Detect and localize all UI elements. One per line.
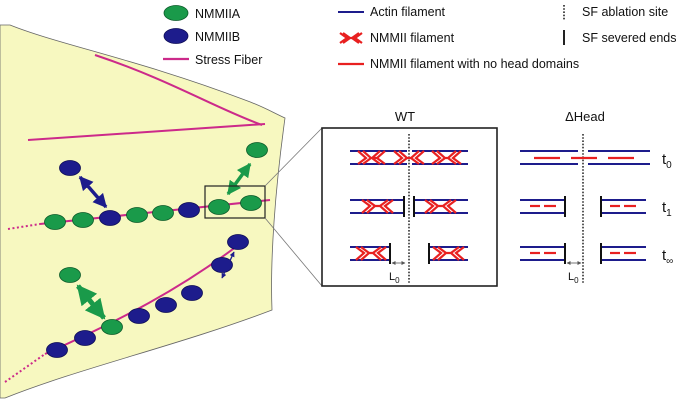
legend-nmmii-nohead-label: NMMII filament with no head domains xyxy=(370,57,579,71)
free-nmmiib-dot xyxy=(59,160,81,176)
exchange-arrow-nmmiia-upper xyxy=(226,162,252,196)
free-nmmiib-dot xyxy=(227,234,249,250)
dhead-row-t1 xyxy=(520,196,646,217)
wt-l0-label: L0 xyxy=(389,271,400,285)
wt-panel-title: WT xyxy=(395,109,415,124)
legend-severed-label: SF severed ends xyxy=(582,31,677,45)
stress-fiber-lower-extension xyxy=(4,353,46,383)
nmmiia-dot xyxy=(152,205,174,221)
legend-ablation-label: SF ablation site xyxy=(582,5,668,19)
legend-nmmiia-label: NMMIIA xyxy=(195,7,241,21)
stress-fiber-top-straight xyxy=(27,123,266,141)
middle-fiber-myosins xyxy=(44,195,262,230)
nmmiia-dot xyxy=(44,214,66,230)
free-nmmiia-dot xyxy=(59,267,81,283)
dhead-row-tinf xyxy=(520,243,646,264)
nmmiia-dot xyxy=(72,212,94,228)
nmmiib-dot xyxy=(178,202,200,218)
wt-row-t0 xyxy=(350,150,468,165)
nmmiib-dot xyxy=(128,308,150,324)
zoom-connector-bottom xyxy=(264,217,323,287)
legend-actin-label: Actin filament xyxy=(370,5,446,19)
nmmiib-dot xyxy=(46,342,68,358)
legend-nmmiia-marker xyxy=(163,5,189,21)
exchange-arrow-nmmiib-lower xyxy=(221,251,235,279)
lower-fiber-myosins xyxy=(46,257,233,358)
nmmiia-dot xyxy=(208,199,230,215)
wt-row-tinf xyxy=(350,243,468,264)
dhead-l0-label: L0 xyxy=(568,271,579,285)
nmmiib-dot xyxy=(211,257,233,273)
time-label-t1: t1 xyxy=(662,199,672,219)
time-label-tinf: t∞ xyxy=(662,247,673,267)
dhead-row-t0 xyxy=(520,150,650,165)
legend-nmmii-label: NMMII filament xyxy=(370,31,455,45)
nmmiib-dot xyxy=(99,210,121,226)
time-label-t0: t0 xyxy=(662,151,672,171)
free-nmmiia-dot xyxy=(246,142,268,158)
stress-fiber-top-curve xyxy=(94,54,263,126)
nmmiia-dot xyxy=(101,319,123,335)
nmmiib-dot xyxy=(155,297,177,313)
stress-fiber-middle-extension xyxy=(7,223,41,230)
legend-stress-fiber-label: Stress Fiber xyxy=(195,53,262,67)
wt-row-t1 xyxy=(350,196,468,217)
legend-nmmiib-marker xyxy=(163,28,189,44)
zoom-connector-top xyxy=(264,127,323,187)
exchange-arrow-nmmiib-upper xyxy=(78,175,108,209)
nmmiia-dot xyxy=(126,207,148,223)
exchange-arrow-nmmiia-lower xyxy=(76,284,106,320)
dhead-panel-title: ΔHead xyxy=(565,109,605,124)
zoom-region-box xyxy=(204,185,266,219)
nmmiia-dot xyxy=(240,195,262,211)
legend-nmmii-glyph xyxy=(339,32,363,44)
nmmiib-dot xyxy=(181,285,203,301)
legend-nmmiib-label: NMMIIB xyxy=(195,30,240,44)
nmmiib-dot xyxy=(74,330,96,346)
